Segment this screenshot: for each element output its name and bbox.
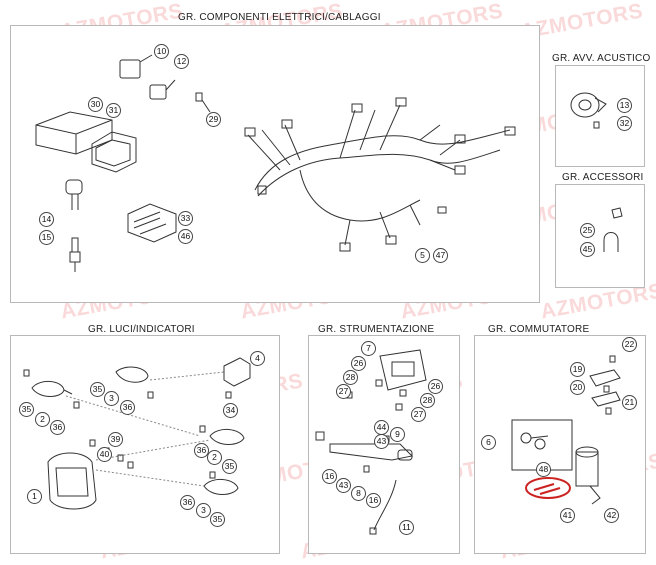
callout-28: 28: [343, 370, 358, 385]
horn-icon: [571, 93, 606, 117]
callout-45: 45: [580, 242, 595, 257]
callout-31: 31: [106, 103, 121, 118]
callout-40: 40: [97, 447, 112, 462]
callout-2: 2: [35, 412, 50, 427]
callout-39: 39: [108, 432, 123, 447]
callout-29: 29: [206, 112, 221, 127]
callout-27: 27: [411, 407, 426, 422]
spark-plug-icon: [70, 238, 80, 272]
callout-11: 11: [399, 520, 414, 535]
rectifier-icon: [128, 204, 176, 242]
clip-icon: [612, 208, 622, 218]
screw-icon: [196, 93, 210, 112]
callout-28: 28: [420, 393, 435, 408]
callout-21: 21: [622, 395, 637, 410]
horn-panel: [555, 65, 645, 167]
instruments-panel-title: GR. STRUMENTAZIONE: [318, 324, 435, 335]
callout-12: 12: [174, 54, 189, 69]
turn-signal-icon: [116, 367, 148, 382]
callout-15: 15: [39, 230, 54, 245]
callout-36: 36: [194, 443, 209, 458]
callout-3: 3: [196, 503, 211, 518]
screw-icon: [604, 356, 615, 414]
lights-panel-title: GR. LUCI/INDICATORI: [88, 324, 195, 335]
accessories-panel-title: GR. ACCESSORI: [562, 172, 644, 183]
callout-33: 33: [178, 211, 193, 226]
callout-14: 14: [39, 212, 54, 227]
callout-9: 9: [390, 427, 405, 442]
switches-panel-title: GR. COMMUTATORE: [488, 324, 590, 335]
callout-3: 3: [104, 391, 119, 406]
wiring-harness-icon: [245, 98, 515, 251]
dashboard-icon: [380, 350, 426, 390]
callout-46: 46: [178, 229, 193, 244]
handlebar-switch-icon: [590, 370, 620, 406]
callout-16: 16: [322, 469, 337, 484]
turn-signal-icon: [204, 479, 238, 494]
regulator-icon: [92, 132, 136, 172]
relay-icon: [120, 55, 152, 78]
connector-icon: [398, 450, 412, 460]
callout-43: 43: [374, 434, 389, 449]
turn-signal-icon: [32, 381, 72, 396]
fuse-holder-icon: [150, 80, 175, 99]
callout-36: 36: [120, 400, 135, 415]
callout-30: 30: [88, 97, 103, 112]
callout-22: 22: [622, 337, 637, 352]
brand-logo: [526, 478, 570, 498]
callout-34: 34: [223, 403, 238, 418]
callout-7: 7: [361, 341, 376, 356]
clamp-icon: [604, 233, 618, 253]
callout-5: 5: [415, 248, 430, 263]
callout-13: 13: [617, 98, 632, 113]
callout-47: 47: [433, 248, 448, 263]
horn-panel-title: GR. AVV. ACUSTICO: [552, 53, 651, 64]
electrical-panel-title: GR. COMPONENTI ELETTRICI/CABLAGGI: [178, 12, 381, 23]
ignition-coil-icon: [66, 180, 82, 210]
callout-32: 32: [617, 116, 632, 131]
screw-icon: [594, 122, 599, 128]
callout-10: 10: [154, 44, 169, 59]
callout-25: 25: [580, 223, 595, 238]
callout-35: 35: [210, 512, 225, 527]
callout-27: 27: [336, 384, 351, 399]
callout-36: 36: [180, 495, 195, 510]
callout-36: 36: [50, 420, 65, 435]
callout-8: 8: [351, 486, 366, 501]
callout-42: 42: [604, 508, 619, 523]
callout-26: 26: [351, 356, 366, 371]
callout-41: 41: [560, 508, 575, 523]
tail-light-icon: [224, 358, 250, 386]
cable-icon: [370, 480, 396, 534]
callout-35: 35: [222, 459, 237, 474]
headlight-icon: [48, 453, 96, 509]
callout-16: 16: [366, 493, 381, 508]
accessories-panel: [555, 184, 645, 288]
callout-19: 19: [570, 362, 585, 377]
key-icon: [521, 433, 548, 449]
callout-48: 48: [536, 462, 551, 477]
callout-4: 4: [250, 351, 265, 366]
callout-35: 35: [90, 382, 105, 397]
turn-signal-icon: [210, 429, 244, 444]
callout-35: 35: [19, 402, 34, 417]
callout-1: 1: [27, 489, 42, 504]
callout-20: 20: [570, 380, 585, 395]
callout-26: 26: [428, 379, 443, 394]
ignition-lock-icon: [576, 447, 600, 504]
callout-43: 43: [336, 478, 351, 493]
callout-6: 6: [481, 435, 496, 450]
callout-2: 2: [207, 450, 222, 465]
